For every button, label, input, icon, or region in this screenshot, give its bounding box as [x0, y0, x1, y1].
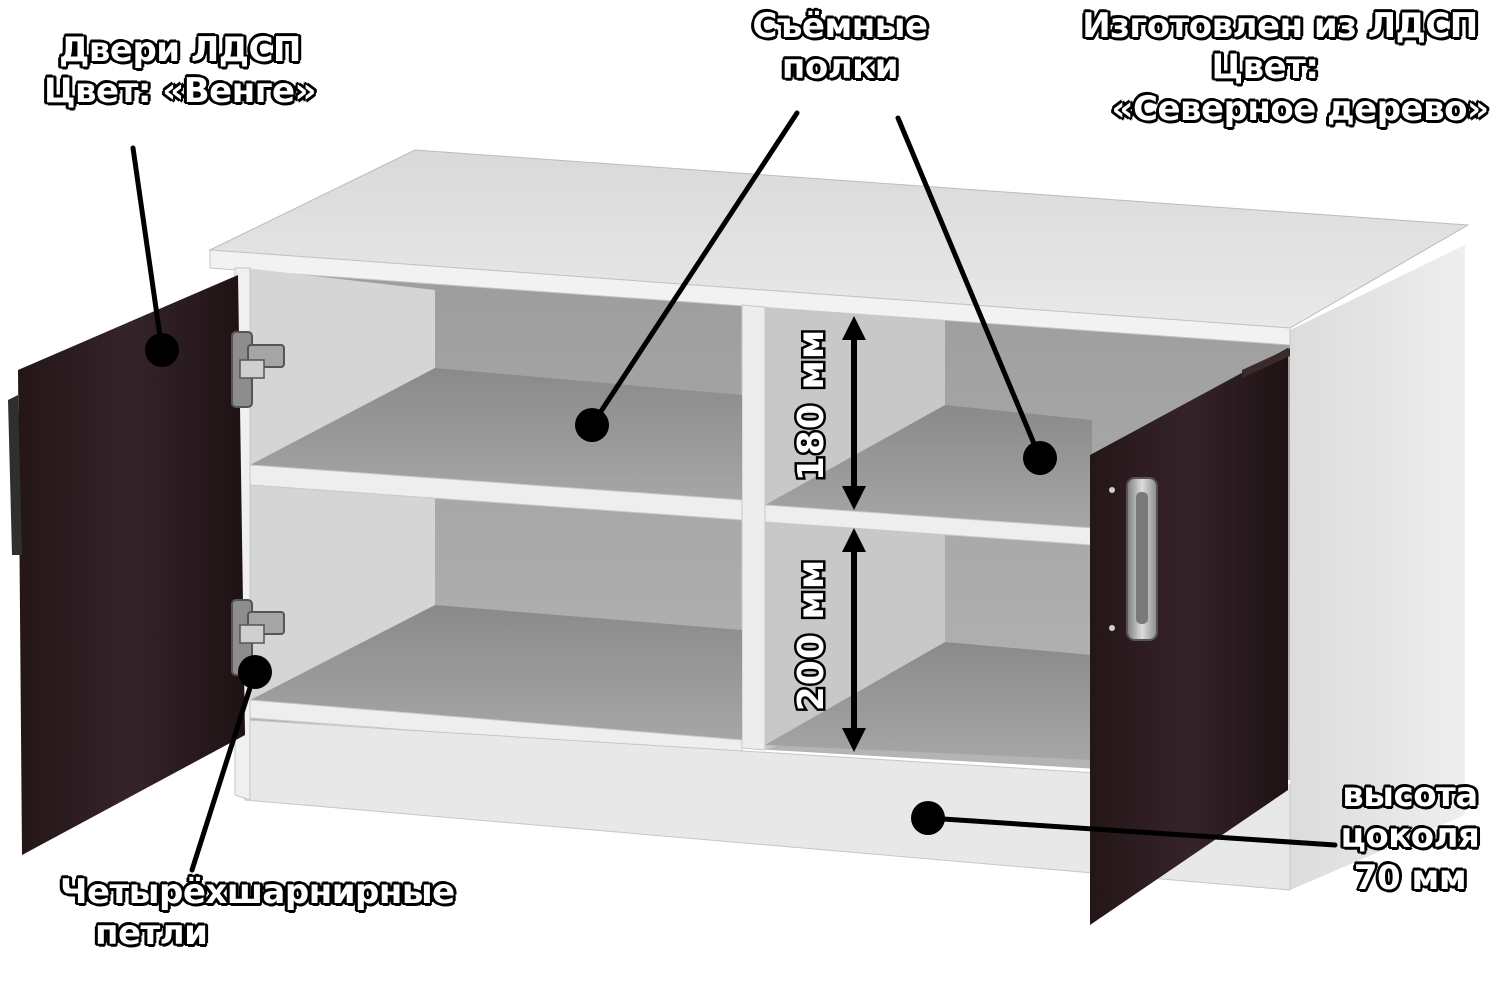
cabinet-center-divider: [741, 304, 766, 751]
hinges-dot-icon: [238, 655, 272, 689]
plinth-label-line1: высота: [1342, 775, 1478, 815]
right-door-edge: [1242, 348, 1290, 378]
left-door-edge: [8, 395, 22, 555]
plinth-leader-line: [925, 815, 1338, 848]
material-label-line2: Цвет:: [1211, 47, 1319, 88]
plinth-label-line2: цоколя: [1340, 816, 1480, 857]
hinges-label-line2: петли: [95, 913, 208, 954]
cabinet-top-edge: [209, 249, 1291, 346]
shelf-right-leader-line: [895, 115, 1043, 461]
plinth-label: высота цоколя 70 мм: [1325, 775, 1495, 899]
shelves-label-line1: Съёмные: [752, 6, 928, 46]
doors-label: Двери ЛДСП Цвет: «Венге»: [30, 30, 330, 113]
material-label-line3: «Северное дерево»: [1111, 88, 1489, 129]
shelf-left-leader-line: [589, 110, 800, 428]
doors-dot-icon: [145, 333, 179, 367]
plinth-label-line3: 70 мм: [1353, 857, 1467, 898]
upper-shelf-dimension-text: 180 мм: [791, 329, 832, 482]
left-upper-shelf-top: [250, 368, 742, 500]
shelf-right-dot-icon: [1023, 441, 1057, 475]
left-door: [8, 275, 245, 855]
upper-hinge-cup: [239, 359, 265, 379]
doors-label-line1: Двери ЛДСП: [59, 30, 301, 70]
cabinet-body: [208, 149, 1470, 891]
doors-label-line2: Цвет: «Венге»: [44, 71, 316, 112]
hinges-leader-line: [189, 669, 258, 873]
right-door: [1090, 348, 1290, 925]
lower-shelf-dimension-text: 200 мм: [791, 559, 832, 712]
lower-hinge: [231, 599, 285, 676]
material-label-line1: Изготовлен из ЛДСП: [1082, 6, 1478, 46]
door-screw-bottom: [1109, 625, 1115, 631]
door-handle-grip: [1136, 492, 1148, 624]
doors-leader-line: [130, 145, 165, 353]
shelf-left-dot-icon: [575, 408, 609, 442]
leader-lines: [130, 110, 1338, 873]
dimension-arrows: 180 мм 200 мм: [789, 316, 866, 752]
plinth-dot-icon: [911, 801, 945, 835]
material-label: Изготовлен из ЛДСП Цвет: «Северное дерев…: [1070, 6, 1490, 130]
hinges-label: Четырёхшарнирные петли: [60, 872, 500, 955]
shelves-label-line2: полки: [781, 47, 899, 88]
left-bottom-floor: [250, 605, 742, 740]
door-screw-top: [1109, 487, 1115, 493]
cabinet-left-inner-wall: [245, 268, 435, 720]
left-door-panel: [18, 275, 245, 855]
upper-hinge: [231, 331, 285, 408]
lower-hinge-cup: [239, 624, 265, 644]
cabinet-right-side: [1290, 245, 1465, 890]
shelves-label: Съёмные полки: [700, 6, 980, 89]
hinges-label-line1: Четырёхшарнирные: [60, 872, 455, 912]
leader-dots: [145, 333, 1057, 835]
